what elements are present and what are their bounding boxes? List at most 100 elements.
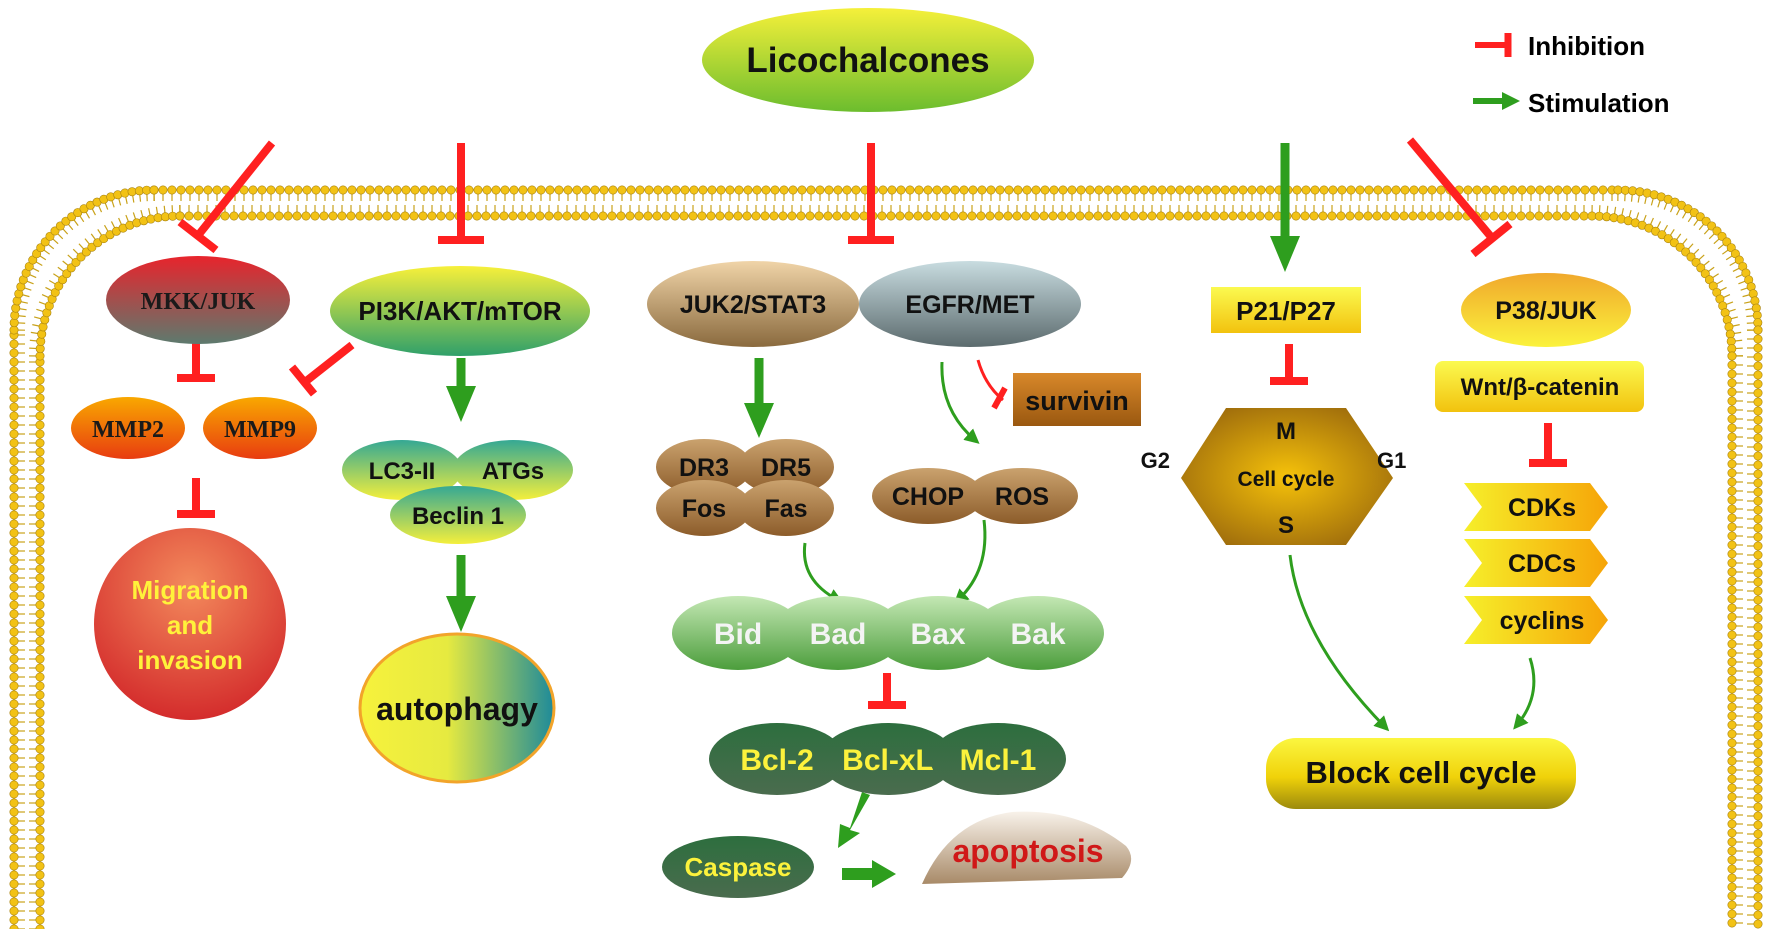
membrane-lipid-head [1193, 212, 1201, 220]
membrane-lipid-head [879, 186, 887, 194]
bid-label: Bid [714, 618, 762, 651]
membrane-lipid-head [1257, 186, 1265, 194]
membrane-lipid-head [1536, 186, 1544, 194]
membrane-lipid-head [1728, 676, 1736, 684]
membrane-lipid-head [1754, 506, 1762, 514]
fos-label: Fos [682, 495, 726, 523]
caspase-label: Caspase [685, 852, 792, 882]
membrane-lipid-head [600, 186, 608, 194]
membrane-lipid-head [1400, 212, 1408, 220]
membrane-lipid-head [338, 212, 346, 220]
membrane-lipid-head [1754, 434, 1762, 442]
membrane-lipid-head [419, 212, 427, 220]
membrane-lipid-head [1256, 212, 1264, 220]
membrane-lipid-head [36, 691, 44, 699]
membrane-lipid-head [10, 538, 18, 546]
membrane-lipid-head [1401, 186, 1409, 194]
ros-label: ROS [995, 483, 1049, 511]
membrane-lipid-head [374, 212, 382, 220]
membrane-lipid-head [663, 186, 671, 194]
membrane-lipid-head [1301, 212, 1309, 220]
membrane-lipid-head [1754, 866, 1762, 874]
membrane-lipid-head [977, 212, 985, 220]
membrane-lipid-head [1728, 901, 1736, 909]
membrane-lipid-head [1166, 212, 1174, 220]
membrane-lipid-head [1562, 212, 1570, 220]
membrane-lipid-head [1754, 677, 1762, 685]
membrane-lipid-head [1754, 524, 1762, 532]
membrane-lipid-head [1490, 212, 1498, 220]
membrane-lipid-head [1526, 212, 1534, 220]
membrane-lipid-head [411, 186, 419, 194]
membrane-lipid-head [1728, 370, 1736, 378]
membrane-lipid-head [1728, 478, 1736, 486]
membrane-lipid-head [1535, 212, 1543, 220]
membrane-lipid-head [753, 186, 761, 194]
membrane-lipid-head [1436, 212, 1444, 220]
membrane-lipid-head [654, 186, 662, 194]
membrane-lipid-head [10, 610, 18, 618]
membrane-lipid-head [824, 212, 832, 220]
membrane-lipid-head [1563, 186, 1571, 194]
membrane-lipid-head [1754, 920, 1762, 928]
membrane-lipid-head [446, 212, 454, 220]
membrane-lipid-head [248, 212, 256, 220]
membrane-lipid-head [1032, 186, 1040, 194]
membrane-lipid-head [383, 212, 391, 220]
membrane-lipid-head [1754, 596, 1762, 604]
membrane-lipid-head [1346, 212, 1354, 220]
membrane-lipid-head [447, 186, 455, 194]
membrane-lipid-head [1590, 186, 1598, 194]
membrane-lipid-head [36, 466, 44, 474]
membrane-lipid-head [1728, 640, 1736, 648]
membrane-lipid-head [36, 592, 44, 600]
membrane-lipid-head [960, 186, 968, 194]
membrane-lipid-head [10, 412, 18, 420]
membrane-lipid-head [609, 186, 617, 194]
cell-cycle-g1-label: G1 [1377, 448, 1406, 473]
wnt-label: Wnt/β-catenin [1461, 374, 1620, 401]
membrane-lipid-head [36, 682, 44, 690]
membrane-lipid-head [644, 212, 652, 220]
membrane-lipid-head [1491, 186, 1499, 194]
membrane-lipid-head [36, 907, 44, 915]
membrane-lipid-head [617, 212, 625, 220]
membrane-lipid-head [1508, 212, 1516, 220]
membrane-lipid-head [10, 619, 18, 627]
membrane-lipid-head [833, 212, 841, 220]
membrane-lipid-head [1329, 186, 1337, 194]
membrane-lipid-head [177, 186, 185, 194]
membrane-lipid-head [10, 682, 18, 690]
membrane-lipid-head [536, 212, 544, 220]
membrane-lipid-head [1754, 380, 1762, 388]
membrane-lipid-head [492, 186, 500, 194]
membrane-lipid-head [1728, 739, 1736, 747]
membrane-lipid-head [339, 186, 347, 194]
membrane-lipid-head [1728, 514, 1736, 522]
membrane-lipid-head [195, 186, 203, 194]
membrane-lipid-head [366, 186, 374, 194]
membrane-lipid-head [1230, 186, 1238, 194]
membrane-lipid-head [1464, 186, 1472, 194]
dr5-label: DR5 [761, 454, 811, 482]
membrane-lipid-head [1094, 212, 1102, 220]
membrane-lipid-head [1728, 820, 1736, 828]
membrane-lipid-head [168, 186, 176, 194]
membrane-lipid-head [1185, 186, 1193, 194]
membrane-lipid-head [356, 212, 364, 220]
membrane-lipid-head [221, 212, 229, 220]
membrane-lipid-head [36, 412, 44, 420]
membrane-lipid-head [1728, 667, 1736, 675]
membrane-lipid-head [653, 212, 661, 220]
membrane-lipid-head [10, 574, 18, 582]
membrane-lipid-head [1728, 541, 1736, 549]
membrane-lipid-head [1553, 212, 1561, 220]
membrane-lipid-head [1221, 186, 1229, 194]
p38-juk-label: P38/JUK [1495, 297, 1596, 325]
membrane-lipid-head [1754, 470, 1762, 478]
membrane-lipid-head [897, 186, 905, 194]
membrane-lipid-head [10, 889, 18, 897]
membrane-lipid-head [10, 664, 18, 672]
